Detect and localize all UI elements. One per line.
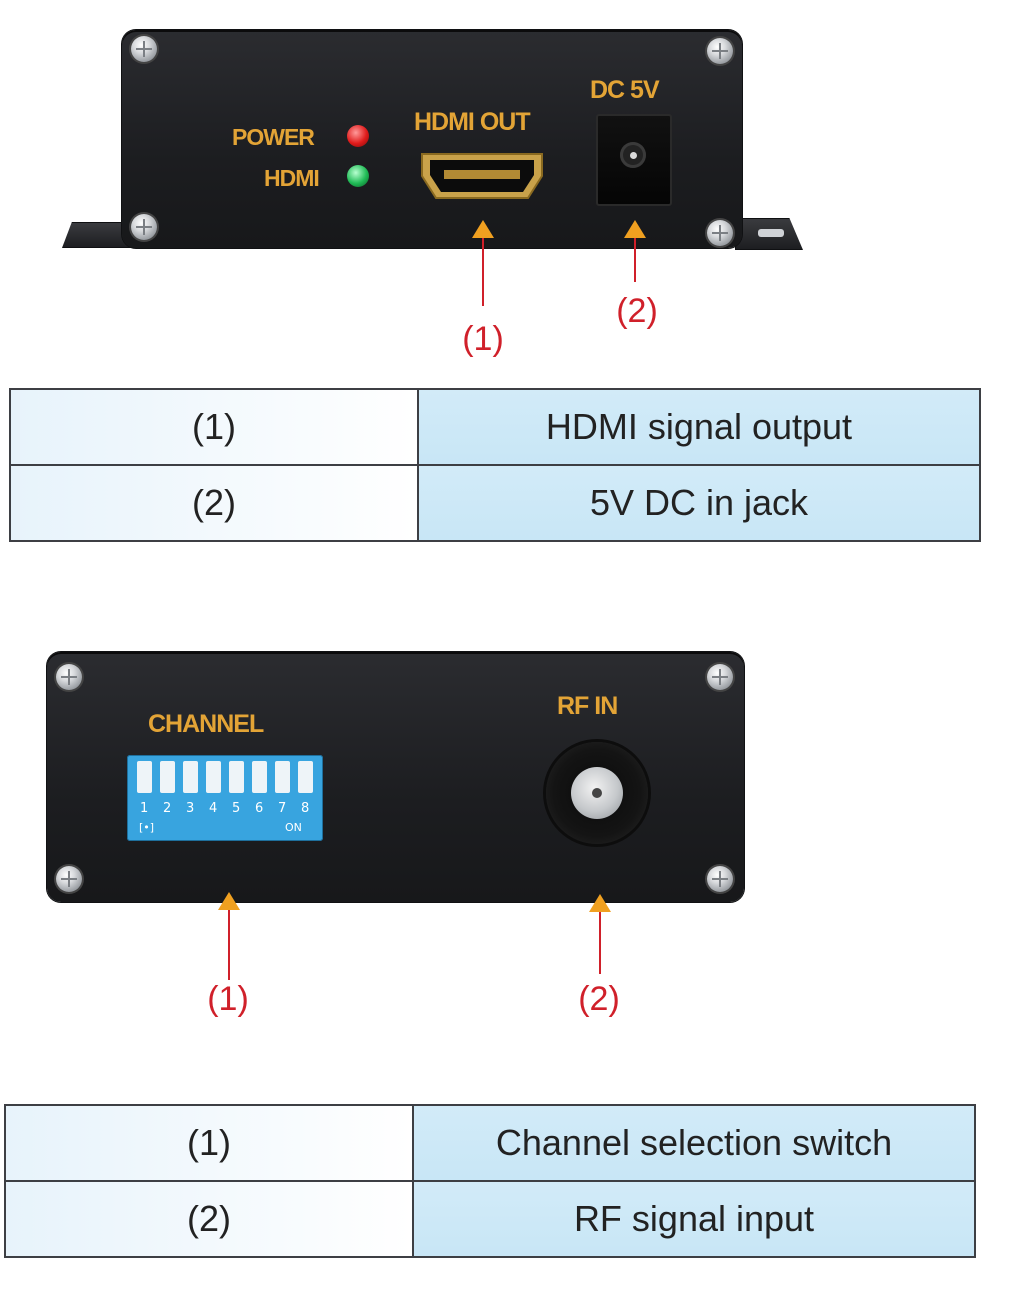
arrow-icon xyxy=(589,894,611,974)
hdmi-out-label: HDMI OUT xyxy=(414,108,531,136)
arrow-icon xyxy=(472,220,494,306)
dip-number: 3 xyxy=(186,801,195,816)
row-number: (1) xyxy=(9,388,419,466)
row-description: 5V DC in jack xyxy=(417,464,981,542)
dip-number: 7 xyxy=(278,801,287,816)
row-description: Channel selection switch xyxy=(412,1104,976,1182)
power-led-icon xyxy=(347,125,369,147)
arrow-icon xyxy=(624,220,646,282)
table-row: (2) RF signal input xyxy=(4,1180,976,1258)
dip-number: 8 xyxy=(301,801,310,816)
row-description: HDMI signal output xyxy=(417,388,981,466)
bottom-callout-2: (2) xyxy=(578,980,620,1018)
screw-icon xyxy=(131,214,157,240)
dip-number: 5 xyxy=(232,801,241,816)
bottom-callout-1: (1) xyxy=(207,980,249,1018)
dip-number: 6 xyxy=(255,801,264,816)
dc-5v-label: DC 5V xyxy=(590,76,660,104)
dc-jack-icon xyxy=(596,114,672,206)
screw-icon xyxy=(56,664,82,690)
row-description: RF signal input xyxy=(412,1180,976,1258)
dip-switch-icon: 1 2 3 4 5 6 7 8 [•] ON xyxy=(127,755,323,841)
screw-icon xyxy=(707,220,733,246)
screw-icon xyxy=(707,664,733,690)
dip-number: 1 xyxy=(140,801,149,816)
arrow-icon xyxy=(218,892,240,980)
hdmi-port-icon xyxy=(421,153,543,199)
screw-icon xyxy=(707,866,733,892)
screw-icon xyxy=(131,36,157,62)
hdmi-led-label: HDMI xyxy=(264,165,320,191)
screw-icon xyxy=(707,38,733,64)
row-number: (2) xyxy=(4,1180,414,1258)
rf-in-label: RF IN xyxy=(557,692,618,720)
screw-icon xyxy=(56,866,82,892)
top-callout-1: (1) xyxy=(462,320,504,358)
hdmi-led-icon xyxy=(347,165,369,187)
top-legend-table: (1) HDMI signal output (2) 5V DC in jack xyxy=(9,388,981,542)
rf-connector-icon xyxy=(546,742,648,844)
table-row: (2) 5V DC in jack xyxy=(9,464,981,542)
table-row: (1) Channel selection switch xyxy=(4,1104,976,1182)
top-callout-2: (2) xyxy=(616,292,658,330)
channel-label: CHANNEL xyxy=(148,710,264,738)
power-label: POWER xyxy=(232,124,315,150)
row-number: (2) xyxy=(9,464,419,542)
row-number: (1) xyxy=(4,1104,414,1182)
bottom-legend-table: (1) Channel selection switch (2) RF sign… xyxy=(4,1104,976,1258)
dip-number: 2 xyxy=(163,801,172,816)
dip-left-tag: [•] xyxy=(139,821,155,834)
table-row: (1) HDMI signal output xyxy=(9,388,981,466)
dip-number: 4 xyxy=(209,801,218,816)
dip-on-tag: ON xyxy=(285,821,302,834)
